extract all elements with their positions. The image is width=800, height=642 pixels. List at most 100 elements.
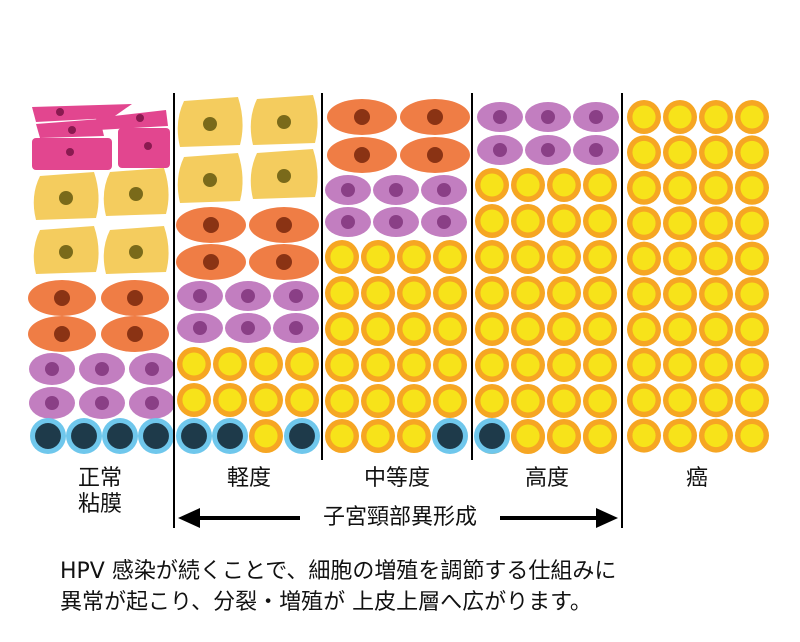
abnormal-cell-nucleus (330, 389, 354, 413)
abnormal-cell-nucleus (218, 388, 242, 412)
cell-nucleus (193, 289, 207, 303)
cell-nucleus (129, 187, 143, 201)
abnormal-cell-nucleus (668, 105, 692, 129)
abnormal-cell-nucleus (516, 317, 540, 341)
abnormal-cell-nucleus (290, 388, 314, 412)
cell-nucleus (95, 362, 109, 376)
abnormal-cell-nucleus (704, 140, 728, 164)
abnormal-cell-nucleus (516, 209, 540, 233)
cell-nucleus (127, 290, 143, 306)
abnormal-cell-nucleus (516, 245, 540, 269)
abnormal-cell-nucleus (668, 211, 692, 235)
abnormal-cell-nucleus (588, 317, 612, 341)
abnormal-cell-nucleus (632, 140, 656, 164)
abnormal-cell-nucleus (480, 389, 504, 413)
abnormal-cell-nucleus (516, 173, 540, 197)
cell-nucleus (589, 143, 603, 157)
abnormal-cell-nucleus (552, 353, 576, 377)
abnormal-cell-nucleus (740, 424, 764, 448)
abnormal-cell-nucleus (254, 388, 278, 412)
cell-nucleus (241, 289, 255, 303)
abnormal-cell-nucleus (668, 424, 692, 448)
abnormal-cell-nucleus (704, 424, 728, 448)
cell-nucleus (389, 183, 403, 197)
abnormal-cell-nucleus (632, 317, 656, 341)
cell-nucleus (427, 109, 443, 125)
cell-nucleus (354, 147, 370, 163)
abnormal-cell-nucleus (740, 105, 764, 129)
abnormal-cell-nucleus (552, 389, 576, 413)
abnormal-cell-nucleus (740, 176, 764, 200)
cell-nucleus (54, 290, 70, 306)
stage-label-normal-line2: 粘膜 (77, 492, 122, 517)
abnormal-cell-nucleus (704, 211, 728, 235)
abnormal-cell-nucleus (366, 424, 390, 448)
abnormal-cell-nucleus (588, 424, 612, 448)
cell-nucleus (427, 147, 443, 163)
abnormal-cell-nucleus (438, 353, 462, 377)
cell-nucleus (437, 183, 451, 197)
abnormal-cell-nucleus (254, 424, 278, 448)
abnormal-cell-nucleus (218, 352, 242, 376)
cell-nucleus (129, 245, 143, 259)
cin-label: 子宮頸部異形成 (300, 505, 500, 531)
cell-nucleus (437, 215, 451, 229)
abnormal-cell-nucleus (552, 245, 576, 269)
abnormal-cell-nucleus (480, 317, 504, 341)
abnormal-cell-nucleus (632, 176, 656, 200)
abnormal-cell-nucleus (632, 388, 656, 412)
abnormal-cell-nucleus (480, 173, 504, 197)
basal-cell-nucleus (217, 423, 243, 449)
abnormal-cell-nucleus (704, 388, 728, 412)
cell-nucleus (277, 169, 291, 183)
abnormal-cell-nucleus (402, 353, 426, 377)
abnormal-cell-nucleus (668, 388, 692, 412)
basal-cell-nucleus (143, 423, 169, 449)
cell-nucleus (56, 108, 64, 116)
abnormal-cell-nucleus (480, 353, 504, 377)
abnormal-cell-nucleus (668, 353, 692, 377)
abnormal-cell-nucleus (704, 247, 728, 271)
cell-nucleus (276, 217, 292, 233)
stage-label-moderate: 中等度 (363, 466, 430, 491)
abnormal-cell-nucleus (438, 281, 462, 305)
superficial-cell (96, 110, 168, 130)
abnormal-cell-nucleus (704, 176, 728, 200)
cell-nucleus (389, 215, 403, 229)
abnormal-cell-nucleus (704, 317, 728, 341)
abnormal-cell-nucleus (632, 105, 656, 129)
basal-cell-nucleus (181, 423, 207, 449)
abnormal-cell-nucleus (552, 209, 576, 233)
arrow-head-left (178, 508, 200, 528)
stage-dividers (173, 93, 623, 528)
abnormal-cell-nucleus (668, 176, 692, 200)
cell-nucleus (68, 126, 76, 134)
basal-cell-nucleus (479, 423, 505, 449)
abnormal-cell-nucleus (740, 282, 764, 306)
abnormal-cell-nucleus (740, 388, 764, 412)
abnormal-cell-nucleus (704, 353, 728, 377)
cell-layers (28, 95, 769, 454)
cell-nucleus (66, 148, 74, 156)
abnormal-cell-nucleus (438, 389, 462, 413)
abnormal-cell-nucleus (740, 140, 764, 164)
abnormal-cell-nucleus (330, 245, 354, 269)
cell-nucleus (144, 142, 152, 150)
cell-nucleus (95, 396, 109, 410)
cell-nucleus (127, 326, 143, 342)
abnormal-cell-nucleus (516, 353, 540, 377)
abnormal-cell-nucleus (366, 353, 390, 377)
abnormal-cell-nucleus (254, 352, 278, 376)
abnormal-cell-nucleus (516, 424, 540, 448)
abnormal-cell-nucleus (588, 389, 612, 413)
abnormal-cell-nucleus (588, 281, 612, 305)
abnormal-cell-nucleus (402, 389, 426, 413)
cell-nucleus (277, 115, 291, 129)
abnormal-cell-nucleus (668, 247, 692, 271)
abnormal-cell-nucleus (516, 389, 540, 413)
cell-nucleus (45, 362, 59, 376)
cell-nucleus (541, 143, 555, 157)
cell-nucleus (341, 215, 355, 229)
cell-nucleus (541, 110, 555, 124)
abnormal-cell-nucleus (588, 209, 612, 233)
